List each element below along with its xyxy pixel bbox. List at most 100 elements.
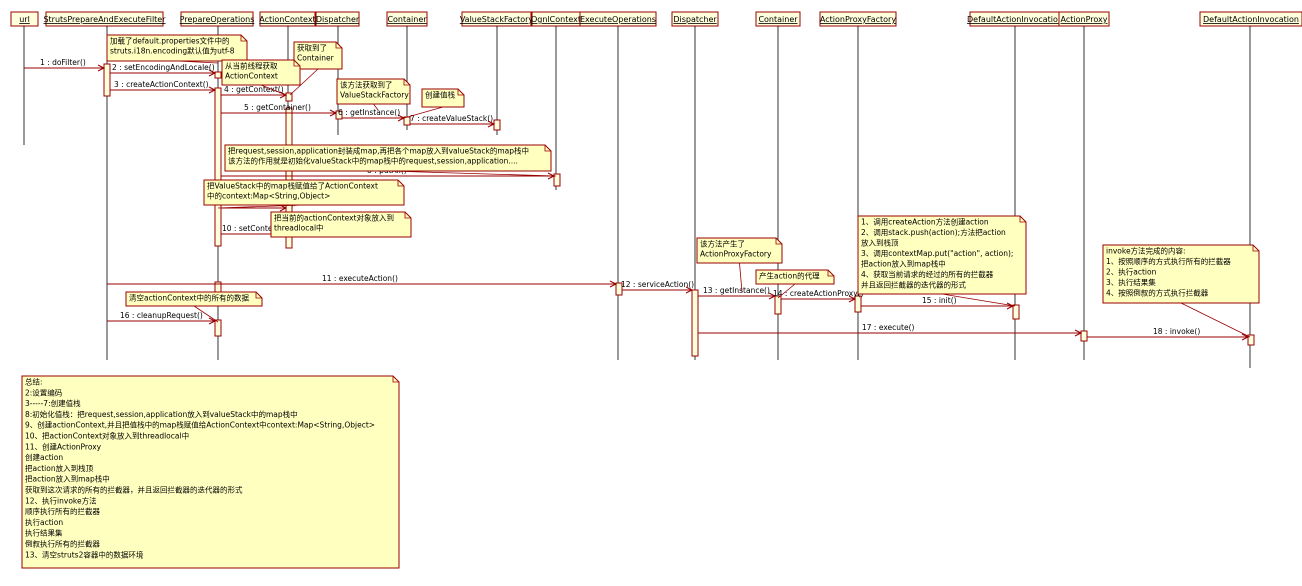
activation-bar bbox=[1012, 304, 1020, 320]
lifeline-disp2: Dispatcher bbox=[671, 11, 719, 27]
lifeline-head-disp1 bbox=[315, 11, 360, 27]
note-line: ValueStackFactory bbox=[340, 91, 409, 100]
note-line: 中的context:Map<String,Object> bbox=[207, 191, 330, 201]
note-line: 该方法产生了 bbox=[700, 239, 745, 249]
message-13: 13 : getInstance() bbox=[698, 286, 777, 300]
note-line: 把ValueStack中的map栈赋值给了ActionContext bbox=[207, 181, 378, 191]
message-3: 3 : createActionContext() bbox=[110, 80, 217, 94]
lifeline-label-dai1: DefaultActionInvocation bbox=[967, 15, 1063, 24]
note-line: 把action放入到map栈中 bbox=[861, 259, 946, 269]
message-14: 14 : createActionProxy() bbox=[773, 289, 864, 303]
message-arrowhead bbox=[685, 286, 694, 294]
note-9: 清空actionContext中的所有的数据 bbox=[125, 291, 263, 323]
note-anchor bbox=[193, 305, 219, 323]
note-line: 4、获取当前请求的经过的所有的拦截器 bbox=[861, 269, 994, 279]
note-box bbox=[857, 215, 1027, 295]
activation-bar bbox=[553, 173, 561, 187]
note-line: 2:设置编码 bbox=[25, 387, 63, 397]
note-line: 把当前的actionContext对象放入到 bbox=[274, 213, 394, 223]
message-arrowhead bbox=[768, 292, 777, 300]
activation-bar bbox=[214, 319, 222, 337]
message-6: 6 : getInstance() bbox=[338, 108, 406, 122]
activation-bar bbox=[214, 71, 222, 79]
lifeline-head-url bbox=[10, 11, 39, 27]
message-15: 15 : init() bbox=[861, 296, 1015, 310]
message-arrowhead bbox=[1074, 329, 1083, 337]
note-anchor bbox=[1180, 302, 1251, 338]
note-box bbox=[221, 59, 301, 86]
lifeline-prepop: PrepareOperations bbox=[180, 11, 255, 27]
note-anchor bbox=[289, 68, 319, 96]
activation-bar bbox=[285, 107, 293, 249]
lifeline-label-apf: ActionProxyFactory bbox=[820, 15, 896, 24]
note-12: 1、调用createAction方法创建action2、调用stack.push… bbox=[857, 215, 1027, 307]
activation-bar bbox=[285, 92, 293, 102]
lifeline-execop: ExecuteOperations bbox=[579, 11, 657, 27]
note-line: 从当前线程获取 bbox=[225, 61, 278, 71]
message-label: 3 : createActionContext() bbox=[114, 80, 209, 89]
lifeline-actx: ActionContext bbox=[259, 11, 316, 27]
note-anchor bbox=[739, 262, 743, 293]
message-label: 17 : execute() bbox=[862, 323, 915, 332]
note-anchor bbox=[403, 106, 444, 119]
note-fold bbox=[457, 89, 464, 96]
note-box bbox=[755, 269, 835, 285]
note-fold bbox=[240, 35, 247, 42]
message-label: 18 : invoke() bbox=[1153, 327, 1200, 336]
messages: 1 : doFilter()2 : setEncodingAndLocale()… bbox=[24, 58, 1250, 341]
message-label: 12 : serviceAction() bbox=[621, 280, 694, 289]
message-label: 5 : getContainer() bbox=[244, 103, 311, 112]
lifeline-dai2: DefaultActionInvocation bbox=[1199, 11, 1302, 27]
lifeline-label-disp2: Dispatcher bbox=[673, 15, 717, 24]
lifeline-head-spef bbox=[45, 11, 164, 27]
note-line: threadlocal中 bbox=[274, 223, 324, 233]
note-anchor bbox=[777, 283, 796, 299]
note-fold bbox=[392, 376, 399, 383]
note-fold bbox=[775, 238, 782, 245]
lifeline-disp1: Dispatcher bbox=[315, 11, 360, 27]
message-arrowhead bbox=[329, 109, 338, 117]
lifeline-dai1: DefaultActionInvocation bbox=[967, 11, 1063, 27]
lifeline-label-spef: StrutsPrepareAndExecuteFilter bbox=[43, 15, 166, 24]
message-arrowhead bbox=[208, 69, 217, 77]
message-17: 17 : execute() bbox=[698, 323, 1083, 337]
message-5: 5 : getContainer() bbox=[221, 103, 338, 117]
note-line: 创建action bbox=[25, 452, 63, 462]
note-anchor bbox=[941, 293, 1016, 307]
note-line: 11、创建ActionProxy bbox=[25, 441, 102, 451]
note-box bbox=[224, 144, 552, 172]
lifeline-label-execop: ExecuteOperations bbox=[580, 15, 656, 24]
note-line: 获取到了 bbox=[297, 43, 327, 53]
lifeline-head-prepop bbox=[180, 11, 254, 27]
note-line: 执行action bbox=[25, 517, 63, 527]
activation-bar bbox=[103, 63, 111, 97]
message-label: 10 : setContext() bbox=[222, 224, 286, 233]
note-line: 把request,session,application封装成map,再把各个m… bbox=[228, 146, 529, 156]
note-line: 创建值栈 bbox=[425, 90, 455, 100]
note-line: 12、执行invoke方法 bbox=[25, 495, 97, 505]
lifeline-label-dai2: DefaultActionInvocation bbox=[1203, 15, 1299, 24]
note-line: 2、调用stack.push(action);方法把action bbox=[861, 227, 1006, 237]
note-box bbox=[125, 291, 263, 307]
message-label: 16 : cleanupRequest() bbox=[120, 311, 203, 320]
note-line: 把action放入到map栈中 bbox=[25, 474, 110, 484]
activation-bar bbox=[1247, 334, 1255, 346]
note-line: 3-----7:创建值栈 bbox=[25, 398, 81, 408]
lifeline-label-disp1: Dispatcher bbox=[316, 15, 360, 24]
activation-bar bbox=[774, 295, 782, 315]
lifeline-url: url bbox=[10, 11, 39, 27]
message-label: 4 : getContext() bbox=[224, 85, 284, 94]
note-fold bbox=[544, 145, 551, 152]
lifeline-label-prepop: PrepareOperations bbox=[180, 15, 255, 24]
lifeline-label-actx: ActionContext bbox=[259, 15, 315, 24]
note-line: 4、按照倒叙的方式执行拦截器 bbox=[1106, 288, 1209, 298]
note-13: invoke方法完成的内容: 1、按照顺序的方式执行所有的拦截器 2、执行act… bbox=[1102, 244, 1260, 338]
note-line: 3、调用contextMap.put("action", action); bbox=[861, 249, 1013, 258]
note-fold bbox=[403, 79, 410, 86]
note-box bbox=[21, 375, 400, 569]
activation-bar bbox=[214, 87, 222, 247]
